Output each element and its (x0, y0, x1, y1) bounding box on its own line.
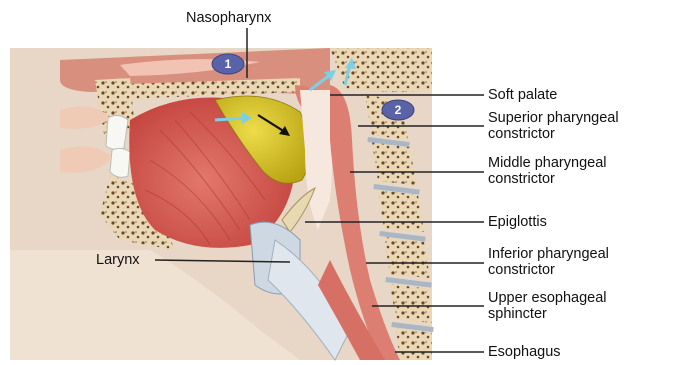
step-badge-1: 1 (212, 54, 244, 74)
label-middle-pharyngeal-constrictor: Middle pharyngeal constrictor (488, 155, 607, 187)
upper-incisor (106, 115, 128, 149)
label-larynx: Larynx (96, 252, 140, 268)
step-badge-2-label: 2 (395, 103, 402, 117)
skull-base (330, 48, 432, 92)
label-superior-pharyngeal-constrictor: Superior pharyngeal constrictor (488, 110, 619, 142)
label-epiglottis: Epiglottis (488, 214, 547, 230)
step-badge-2: 2 (382, 100, 414, 120)
lower-incisor (110, 148, 130, 177)
label-nasopharynx: Nasopharynx (186, 10, 271, 26)
label-soft-palate: Soft palate (488, 87, 557, 103)
step-badge-1-label: 1 (225, 57, 232, 71)
label-esophagus: Esophagus (488, 344, 561, 360)
label-inferior-pharyngeal-constrictor: Inferior pharyngeal constrictor (488, 246, 609, 278)
label-upper-esophageal-sphincter: Upper esophageal sphincter (488, 290, 607, 322)
